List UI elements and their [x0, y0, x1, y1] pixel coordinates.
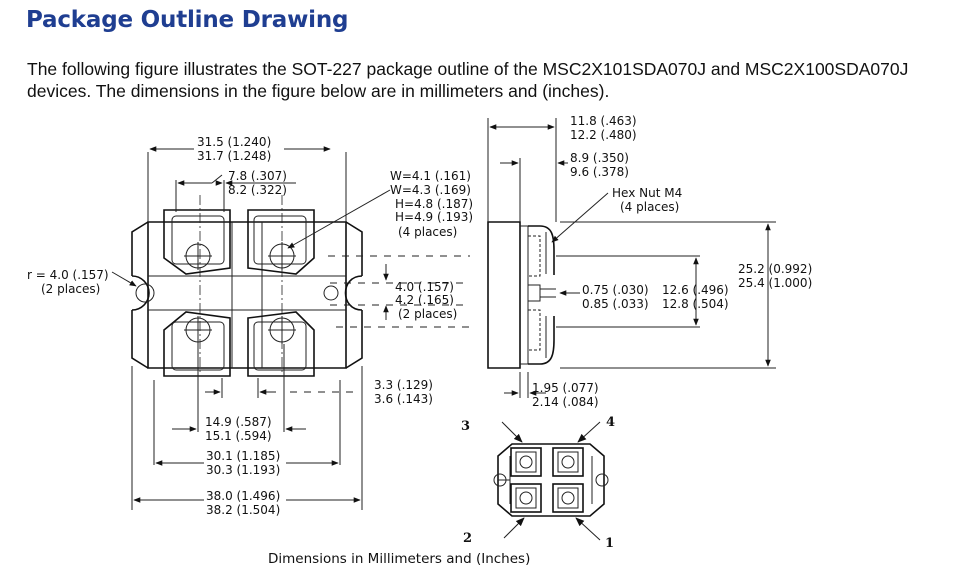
dim-14-9: 14.9 (.587): [205, 415, 272, 429]
label-hex-places: (4 places): [620, 200, 679, 214]
pinout-body: [497, 443, 605, 517]
dim-15-1: 15.1 (.594): [205, 429, 272, 443]
terminal-pad-bottom-right: [247, 311, 315, 377]
dim-h-4-9: H=4.9 (.193): [395, 210, 473, 224]
dim-4-0: 4.0 (.157): [395, 280, 454, 294]
dim-w-4-3: W=4.3 (.169): [390, 183, 471, 197]
terminal-pad-bottom-left: [163, 311, 231, 377]
pinout-view: 3 4 2 1: [461, 415, 615, 551]
dim-4-2-places: (2 places): [398, 307, 457, 321]
figure-caption: Dimensions in Millimeters and (Inches): [268, 551, 530, 567]
dim-12-2: 12.2 (.480): [570, 128, 637, 142]
dim-1-95: 1.95 (.077): [532, 381, 599, 395]
top-view: 31.5 (1.240) 31.7 (1.248) 7.8 (.307) 8.2…: [27, 135, 473, 517]
dim-2-14: 2.14 (.084): [532, 395, 599, 409]
pin-pad-2: [510, 483, 542, 513]
dim-25-2: 25.2 (0.992): [738, 262, 812, 276]
dim-25-4: 25.4 (1.000): [738, 276, 812, 290]
label-hex-nut: Hex Nut M4: [612, 186, 682, 200]
pin-label-4: 4: [606, 415, 615, 430]
dim-r-places: (2 places): [41, 282, 100, 296]
pin-pad-3: [510, 447, 542, 477]
dim-3-3: 3.3 (.129): [374, 378, 433, 392]
dim-7-8: 7.8 (.307): [228, 169, 287, 183]
side-view: 11.8 (.463) 12.2 (.480) 8.9 (.350) 9.6 (…: [487, 114, 812, 409]
dim-3-6: 3.6 (.143): [374, 392, 433, 406]
dim-9-6: 9.6 (.378): [570, 165, 629, 179]
terminal-pad-top-left: [163, 209, 231, 275]
dim-38-2: 38.2 (1.504): [206, 503, 280, 517]
right-mounting-notch: [344, 275, 363, 311]
dim-11-8: 11.8 (.463): [570, 114, 637, 128]
dim-h-4-8: H=4.8 (.187): [395, 197, 473, 211]
dim-38-0: 38.0 (1.496): [206, 489, 280, 503]
pin-pad-4: [552, 447, 584, 477]
dim-12-6: 12.6 (.496): [662, 283, 729, 297]
dim-4-2: 4.2 (.165): [395, 293, 454, 307]
intro-paragraph: The following figure illustrates the SOT…: [27, 58, 908, 102]
dim-8-2: 8.2 (.322): [228, 183, 287, 197]
pin-pad-1: [552, 483, 584, 513]
dim-0-85: 0.85 (.033): [582, 297, 649, 311]
left-mounting-notch: [131, 275, 150, 311]
intro-line-2: devices. The dimensions in the figure be…: [27, 81, 610, 101]
dim-wh-places: (4 places): [398, 225, 457, 239]
dim-30-1: 30.1 (1.185): [206, 449, 280, 463]
top-view-body-outline: [147, 221, 347, 369]
dim-r-4-0: r = 4.0 (.157): [27, 268, 109, 282]
dim-w-4-1: W=4.1 (.161): [390, 169, 471, 183]
dim-31-5: 31.5 (1.240): [197, 135, 271, 149]
page-title: Package Outline Drawing: [26, 7, 349, 33]
pin-label-2: 2: [463, 531, 472, 546]
dim-8-9: 8.9 (.350): [570, 151, 629, 165]
pin-label-1: 1: [605, 536, 614, 551]
dim-0-75: 0.75 (.030): [582, 283, 649, 297]
side-view-body: [487, 221, 521, 369]
dim-12-8: 12.8 (.504): [662, 297, 729, 311]
pin-label-3: 3: [461, 419, 470, 434]
dim-31-7: 31.7 (1.248): [197, 149, 271, 163]
dim-30-3: 30.3 (1.193): [206, 463, 280, 477]
terminal-pad-top-right: [247, 209, 315, 275]
intro-line-1: The following figure illustrates the SOT…: [27, 59, 909, 79]
